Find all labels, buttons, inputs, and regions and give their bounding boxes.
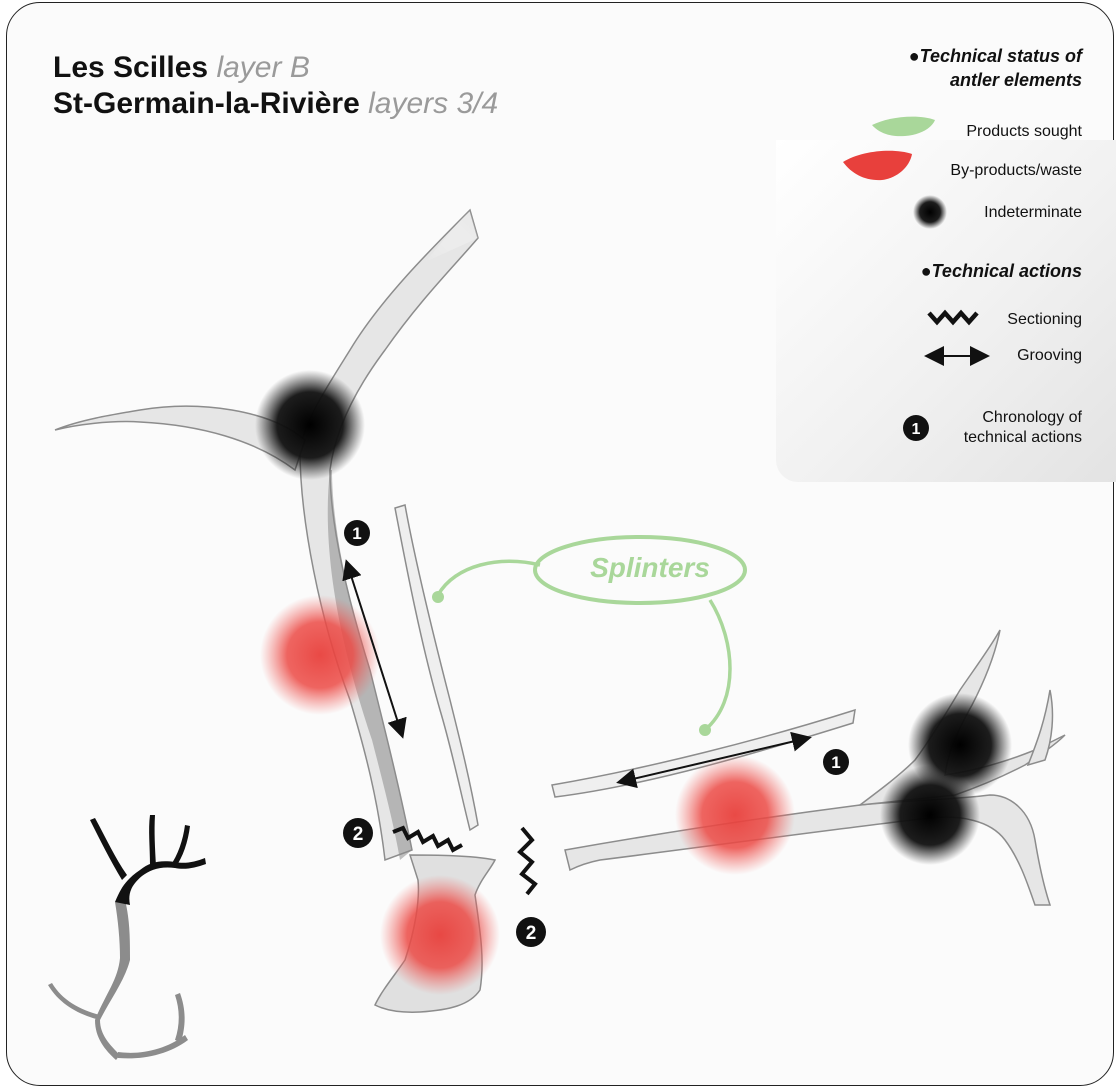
splinters-connector-right-dot <box>699 724 711 736</box>
legend-chronology-number: 1 <box>912 421 921 438</box>
legend-indeterminate-swatch <box>913 195 947 229</box>
legend-status-heading-line1: ●Technical status of <box>909 44 1082 68</box>
splinters-connector-left <box>438 561 540 595</box>
indeterminate-blob-upper <box>255 370 365 480</box>
legend-status-heading: ●Technical status of antler elements <box>909 44 1082 92</box>
waste-blob-base <box>380 875 500 995</box>
site-layer-1: layer B <box>216 51 309 84</box>
title-line-2: St-Germain-la-Rivière layers 3/4 <box>53 86 498 122</box>
legend-status-heading-line2: antler elements <box>909 68 1082 92</box>
indeterminate-blob-right-bottom <box>880 765 980 865</box>
legend-waste-label: By-products/waste <box>950 161 1082 181</box>
legend-grooving-label: Grooving <box>1017 346 1082 366</box>
small-tine <box>1028 690 1052 765</box>
legend-actions-heading: ●Technical actions <box>921 259 1082 283</box>
diagram-title: Les Scilles layer B St-Germain-la-Rivièr… <box>53 50 498 122</box>
step-number-1-lower: 1 <box>831 753 840 772</box>
step-number-2-lower: 2 <box>526 923 537 944</box>
site-name-2: St-Germain-la-Rivière <box>53 87 360 120</box>
upper-antler <box>55 210 478 860</box>
title-line-1: Les Scilles layer B <box>53 50 498 86</box>
waste-blob-right <box>675 755 795 875</box>
legend-chronology-line1: Chronology of <box>964 408 1082 428</box>
site-name-1: Les Scilles <box>53 51 208 84</box>
legend-waste-swatch <box>843 151 912 180</box>
splinters-connector-left-dot <box>432 591 444 603</box>
antler-silhouette-icon <box>48 815 206 1060</box>
site-layer-2: layers 3/4 <box>368 87 498 120</box>
step-number-2-upper: 2 <box>353 824 364 845</box>
splinters-label: Splinters <box>560 552 740 584</box>
legend-indeterminate-label: Indeterminate <box>984 203 1082 223</box>
legend-chronology-line2: technical actions <box>964 428 1082 448</box>
legend-products-label: Products sought <box>966 122 1082 142</box>
legend-sectioning-label: Sectioning <box>1007 310 1082 330</box>
splinter-vertical <box>395 505 478 830</box>
splinters-connector-right <box>705 600 730 730</box>
legend-chronology-label: Chronology of technical actions <box>964 408 1082 448</box>
legend-sectioning-icon <box>929 313 977 322</box>
step-number-1-upper: 1 <box>352 524 361 543</box>
sectioning-mark-lower <box>520 828 535 894</box>
legend-products-swatch <box>872 117 935 137</box>
